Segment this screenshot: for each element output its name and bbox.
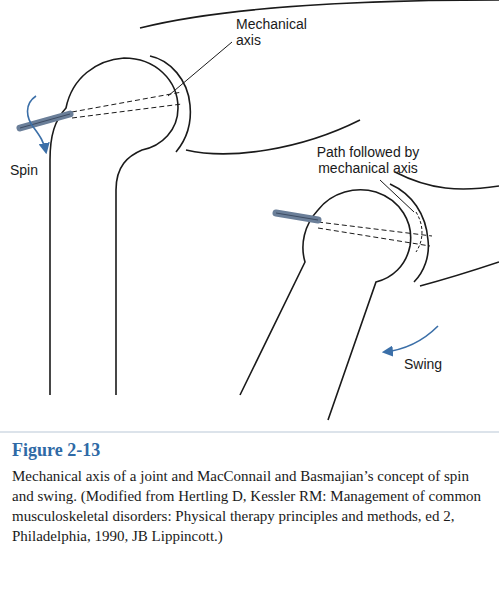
spin-label: Spin: [10, 162, 70, 178]
bone-right: [240, 172, 499, 420]
axis-label: Mechanical axis: [236, 16, 326, 48]
bone-left: [50, 0, 499, 395]
figure-caption: Mechanical axis of a joint and MacConnai…: [12, 466, 488, 546]
swing-label: Swing: [404, 356, 474, 372]
path-label: Path followed by mechanical axis: [288, 144, 448, 176]
figure-title: Figure 2-13: [12, 442, 482, 458]
